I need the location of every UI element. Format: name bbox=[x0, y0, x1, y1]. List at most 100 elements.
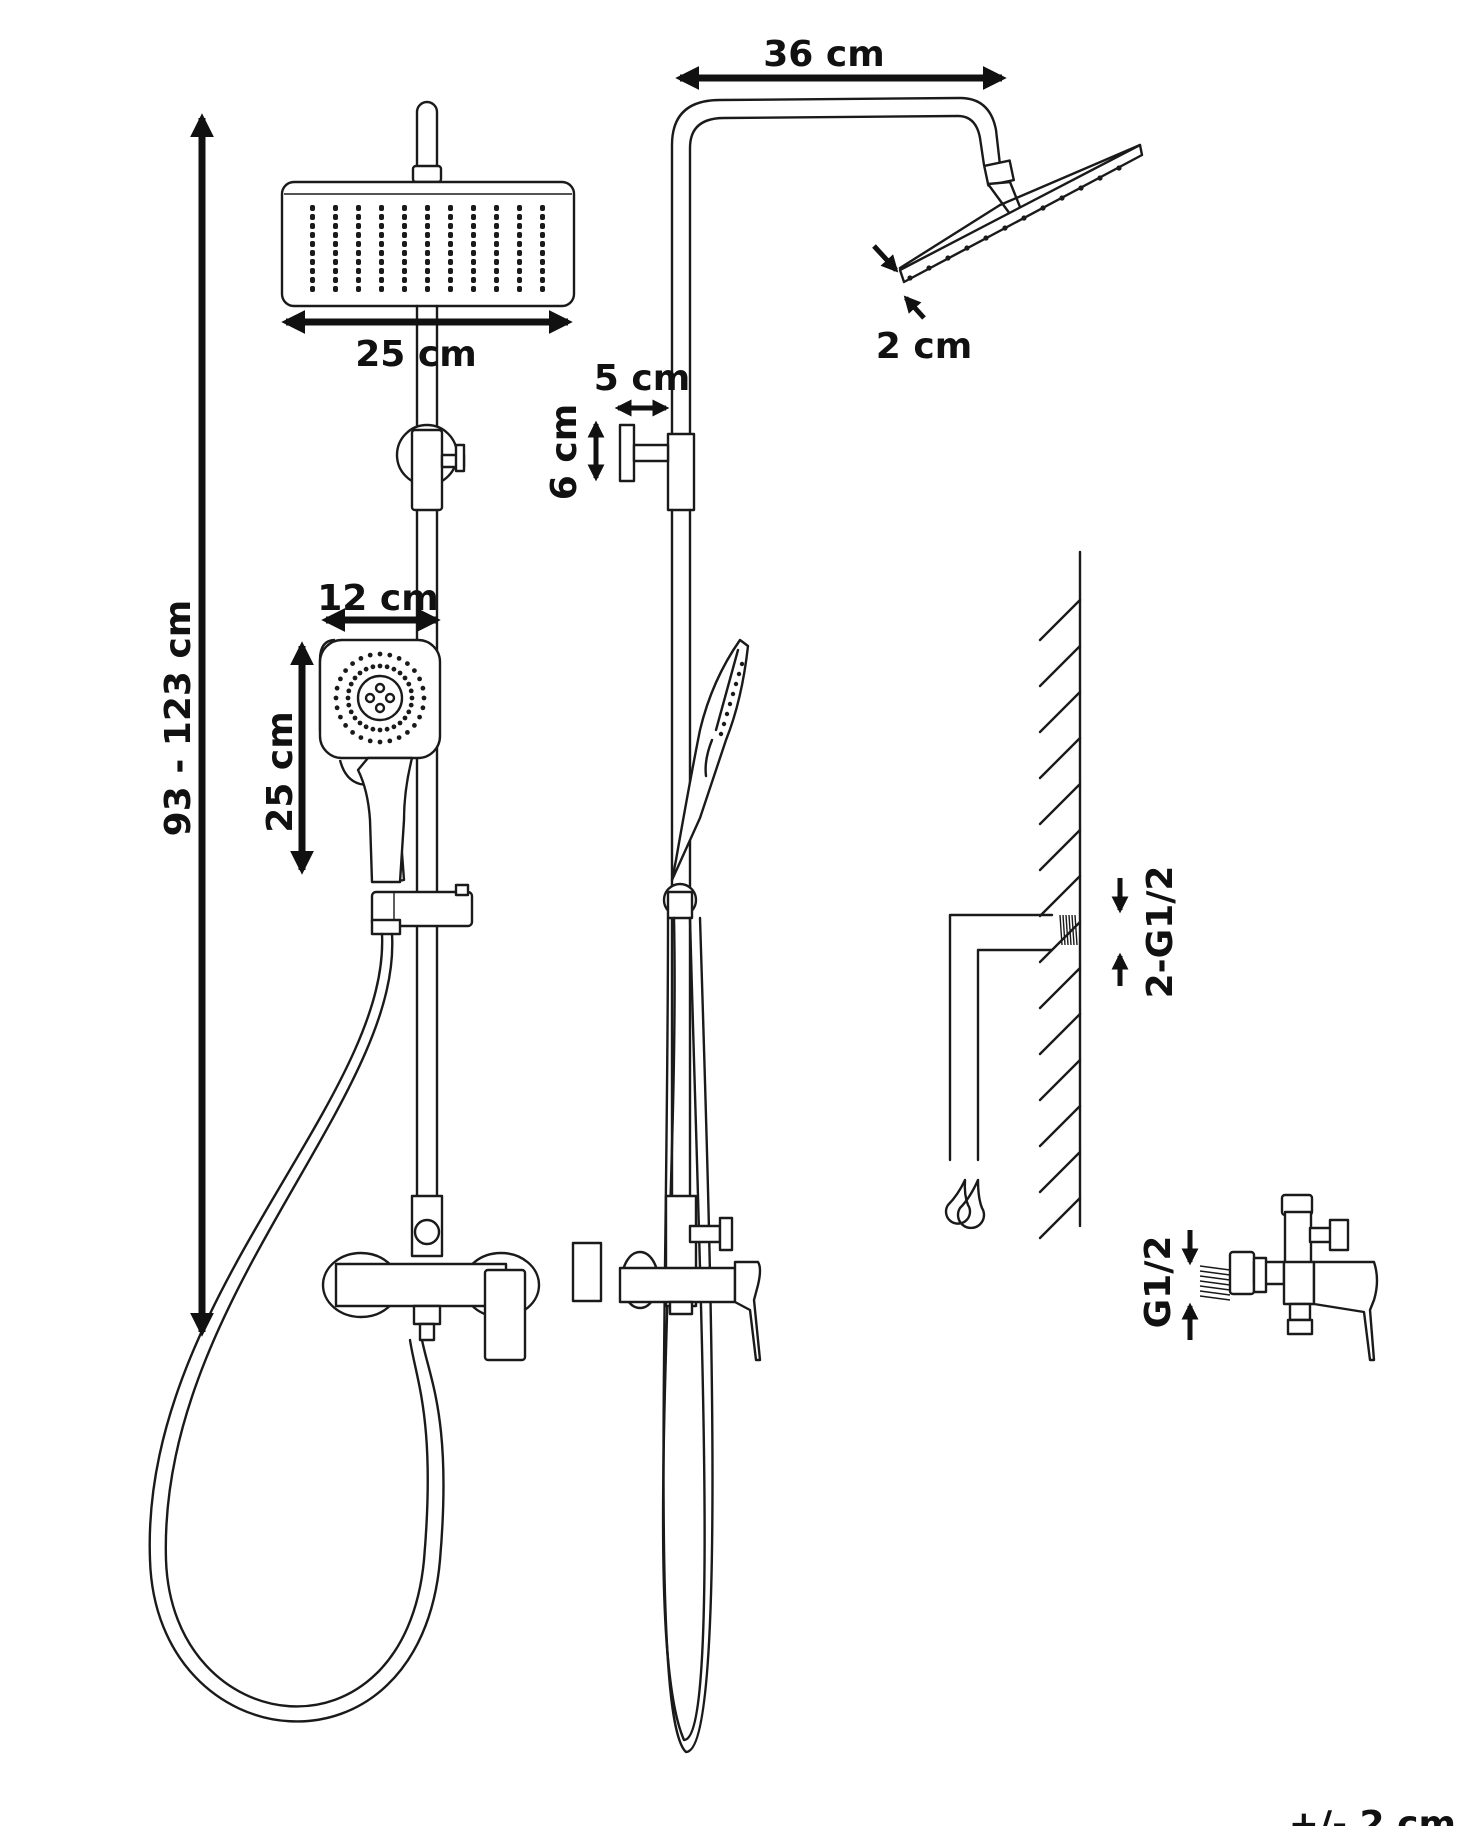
nozzle-dot bbox=[402, 286, 407, 292]
nozzle-dot bbox=[310, 241, 315, 247]
nozzle-dot bbox=[494, 205, 499, 211]
overhead-head-side bbox=[898, 143, 1144, 284]
nozzle-dot bbox=[310, 268, 315, 274]
nozzle-dot bbox=[425, 268, 430, 274]
nozzle-dot bbox=[540, 268, 545, 274]
nozzle-dot bbox=[402, 259, 407, 265]
hand-nozzle-dot bbox=[397, 670, 403, 676]
nozzle-dot bbox=[425, 214, 430, 220]
hand-nozzle-dot bbox=[350, 661, 355, 666]
nozzle-dot bbox=[494, 277, 499, 283]
nozzle-dot bbox=[402, 268, 407, 274]
nozzle-dot bbox=[310, 277, 315, 283]
hand-side-nozzle-dot bbox=[736, 671, 742, 677]
hand-nozzle-dot bbox=[357, 670, 363, 676]
overhead-shower-head bbox=[280, 180, 576, 308]
nozzle-dot bbox=[425, 250, 430, 256]
wall-connection-detail bbox=[944, 550, 1082, 1240]
nozzle-dot bbox=[402, 241, 407, 247]
wall-hatch-line bbox=[1038, 828, 1082, 872]
arm-length-label: 36 cm bbox=[763, 34, 884, 75]
hand-nozzle-dot bbox=[408, 688, 414, 694]
wall-hatch-line bbox=[1038, 1150, 1082, 1194]
nozzle-dot bbox=[310, 250, 315, 256]
hand-nozzle-dot bbox=[334, 685, 340, 691]
hand-nozzle-dot bbox=[391, 724, 397, 730]
nozzle-dot bbox=[540, 250, 545, 256]
thread-mark bbox=[1199, 1280, 1231, 1286]
nozzle-dot bbox=[379, 277, 384, 283]
hand-nozzle-dot bbox=[412, 723, 417, 728]
dimension-arrows bbox=[190, 66, 1199, 1340]
thread-mark bbox=[1199, 1270, 1231, 1276]
hand-nozzle-dot bbox=[417, 676, 422, 682]
wall-hatch-line bbox=[1038, 782, 1082, 826]
nozzle-dot bbox=[310, 223, 315, 229]
nozzle-dot bbox=[333, 214, 338, 220]
hand-nozzle-dot bbox=[367, 738, 373, 744]
nozzle-dot bbox=[425, 286, 430, 292]
head-thickness-label: 2 cm bbox=[876, 326, 972, 367]
slider-holder bbox=[370, 883, 474, 936]
nozzle-dot bbox=[379, 286, 384, 292]
hand-nozzle-dot bbox=[417, 714, 422, 720]
hand-nozzle-dot bbox=[405, 730, 410, 735]
hand-shower-length-label: 25 cm bbox=[260, 711, 301, 832]
nozzle-dot bbox=[425, 232, 430, 238]
hand-nozzle-dot bbox=[343, 723, 348, 728]
nozzle-dot bbox=[310, 205, 315, 211]
hand-nozzle-dot bbox=[397, 720, 403, 726]
nozzle-dot bbox=[494, 250, 499, 256]
nozzle-dot bbox=[471, 268, 476, 274]
nozzle-dot bbox=[448, 241, 453, 247]
hand-nozzle-dot bbox=[387, 738, 393, 744]
hand-nozzle-dot bbox=[402, 715, 408, 721]
wall-hatch-line bbox=[1038, 1012, 1082, 1056]
hand-nozzle-dot bbox=[420, 705, 426, 711]
nozzle-dot bbox=[379, 259, 384, 265]
side-nozzle-dot bbox=[926, 265, 932, 271]
thread-mark bbox=[1074, 914, 1078, 946]
hand-nozzle-dot bbox=[387, 652, 393, 658]
nozzle-dot bbox=[494, 223, 499, 229]
nozzle-dot bbox=[379, 205, 384, 211]
side-nozzle-dot bbox=[983, 235, 989, 241]
nozzle-dot bbox=[402, 205, 407, 211]
nozzle-dot bbox=[379, 232, 384, 238]
nozzle-dot bbox=[471, 223, 476, 229]
thread-mark bbox=[1199, 1295, 1231, 1301]
nozzle-dot bbox=[402, 214, 407, 220]
thread-mark bbox=[1071, 914, 1075, 946]
nozzle-dot bbox=[517, 214, 522, 220]
nozzle-dot bbox=[356, 241, 361, 247]
wall-hatch-line bbox=[1038, 690, 1082, 734]
hand-nozzle-dot bbox=[348, 681, 354, 687]
hand-nozzle-dot bbox=[348, 709, 354, 715]
nozzle-dot bbox=[333, 232, 338, 238]
overhead-width-label: 25 cm bbox=[355, 334, 476, 375]
wall-hatch-line bbox=[1038, 966, 1082, 1010]
hand-nozzle-dot bbox=[370, 664, 376, 670]
nozzle-dot bbox=[517, 205, 522, 211]
hand-side-nozzle-dot bbox=[721, 721, 727, 727]
side-nozzle-dot bbox=[1097, 175, 1103, 181]
nozzle-dot bbox=[425, 223, 430, 229]
nozzle-dot bbox=[356, 250, 361, 256]
wall-hatch-line bbox=[1038, 1196, 1082, 1240]
nozzle-dot bbox=[425, 241, 430, 247]
thread-mark bbox=[1062, 914, 1066, 946]
hand-nozzle-dot bbox=[357, 720, 363, 726]
nozzle-dot bbox=[517, 250, 522, 256]
nozzle-dot bbox=[333, 241, 338, 247]
nozzle-dot bbox=[448, 250, 453, 256]
hand-nozzle-dot bbox=[346, 702, 352, 708]
thread-mark bbox=[1068, 914, 1072, 946]
bracket-height-label: 6 cm bbox=[544, 404, 585, 500]
wall-hatch-line bbox=[1038, 1104, 1082, 1148]
nozzle-dot bbox=[333, 250, 338, 256]
hand-nozzle-dot bbox=[343, 668, 348, 673]
hand-nozzle-dot bbox=[405, 661, 410, 666]
hand-nozzle-dot bbox=[391, 666, 397, 672]
thread-mark bbox=[1065, 914, 1069, 946]
hand-nozzle-dot bbox=[406, 709, 412, 715]
